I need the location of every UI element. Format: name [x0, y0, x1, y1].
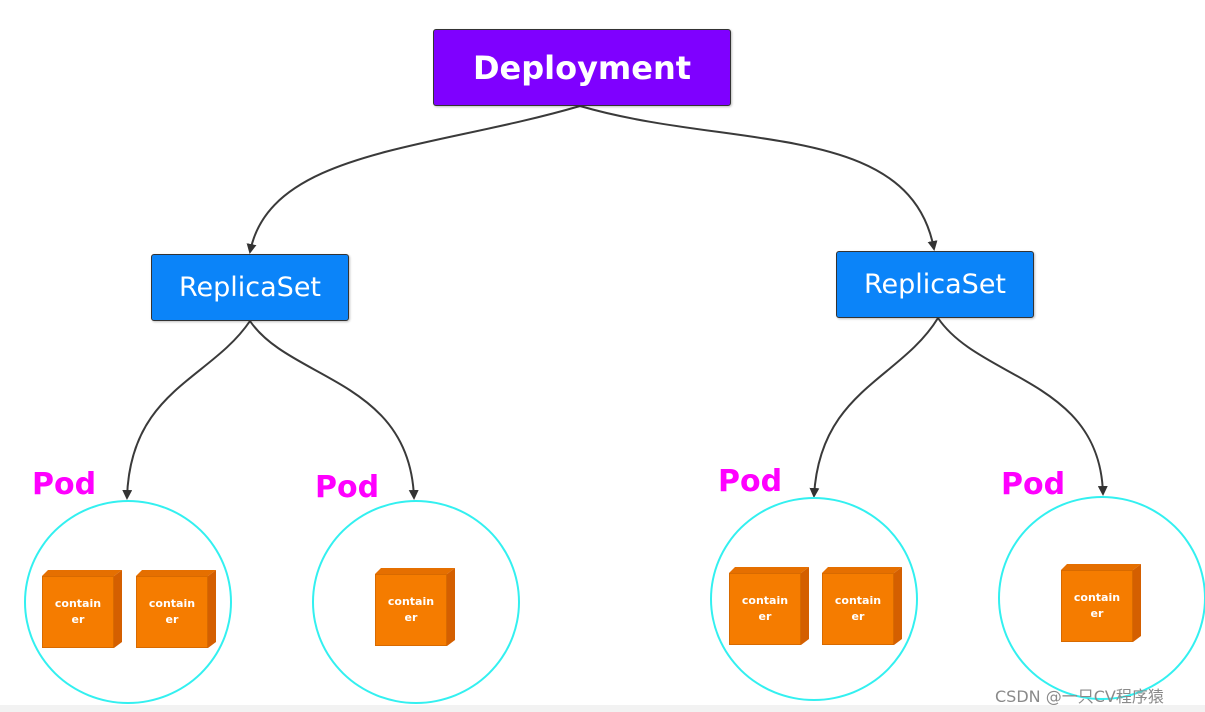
edge-deployment-replicaset-1 — [246, 105, 581, 254]
pod-label-2: Pod — [315, 470, 380, 505]
container-label: contain — [148, 597, 196, 610]
edge-deployment-replicaset-2 — [579, 105, 938, 251]
container-label: contain — [54, 597, 102, 610]
deployment-node: Deployment — [433, 29, 731, 106]
pod-circle-3 — [710, 497, 918, 701]
container-label-2: er — [1090, 607, 1104, 620]
container-label: contain — [387, 595, 435, 608]
deployment-label: Deployment — [472, 48, 692, 87]
container-label-2: er — [165, 613, 179, 626]
container-cube: contain er — [136, 570, 216, 648]
container-label-2: er — [404, 611, 418, 624]
edge-replicaset-2-pod-4 — [937, 317, 1108, 496]
replicaset-label: ReplicaSet — [863, 269, 1007, 300]
container-cube: contain er — [42, 570, 122, 648]
pod-circle-2 — [312, 500, 520, 704]
container-cube: contain er — [375, 568, 455, 646]
replicaset-node-1: ReplicaSet — [151, 254, 349, 321]
pod-label-3: Pod — [718, 464, 783, 499]
container-label: contain — [834, 594, 882, 607]
edge-replicaset-1-pod-2 — [249, 320, 419, 500]
bottom-strip — [0, 705, 1205, 712]
container-label-2: er — [758, 610, 772, 623]
container-label-2: er — [851, 610, 865, 623]
container-label-2: er — [71, 613, 85, 626]
replicaset-node-2: ReplicaSet — [836, 251, 1034, 318]
pod-label-4: Pod — [1001, 467, 1066, 502]
edge-replicaset-1-pod-1 — [122, 320, 251, 500]
pod-circle-1 — [24, 500, 232, 704]
edge-replicaset-2-pod-3 — [809, 317, 939, 498]
container-label: contain — [1073, 591, 1121, 604]
pod-label-1: Pod — [32, 467, 97, 502]
container-cube: contain er — [822, 567, 902, 645]
container-cube: contain er — [729, 567, 809, 645]
container-cube: contain er — [1061, 564, 1141, 642]
replicaset-label: ReplicaSet — [178, 272, 322, 303]
watermark: CSDN @一只CV程序猿 — [995, 687, 1164, 706]
container-label: contain — [741, 594, 789, 607]
